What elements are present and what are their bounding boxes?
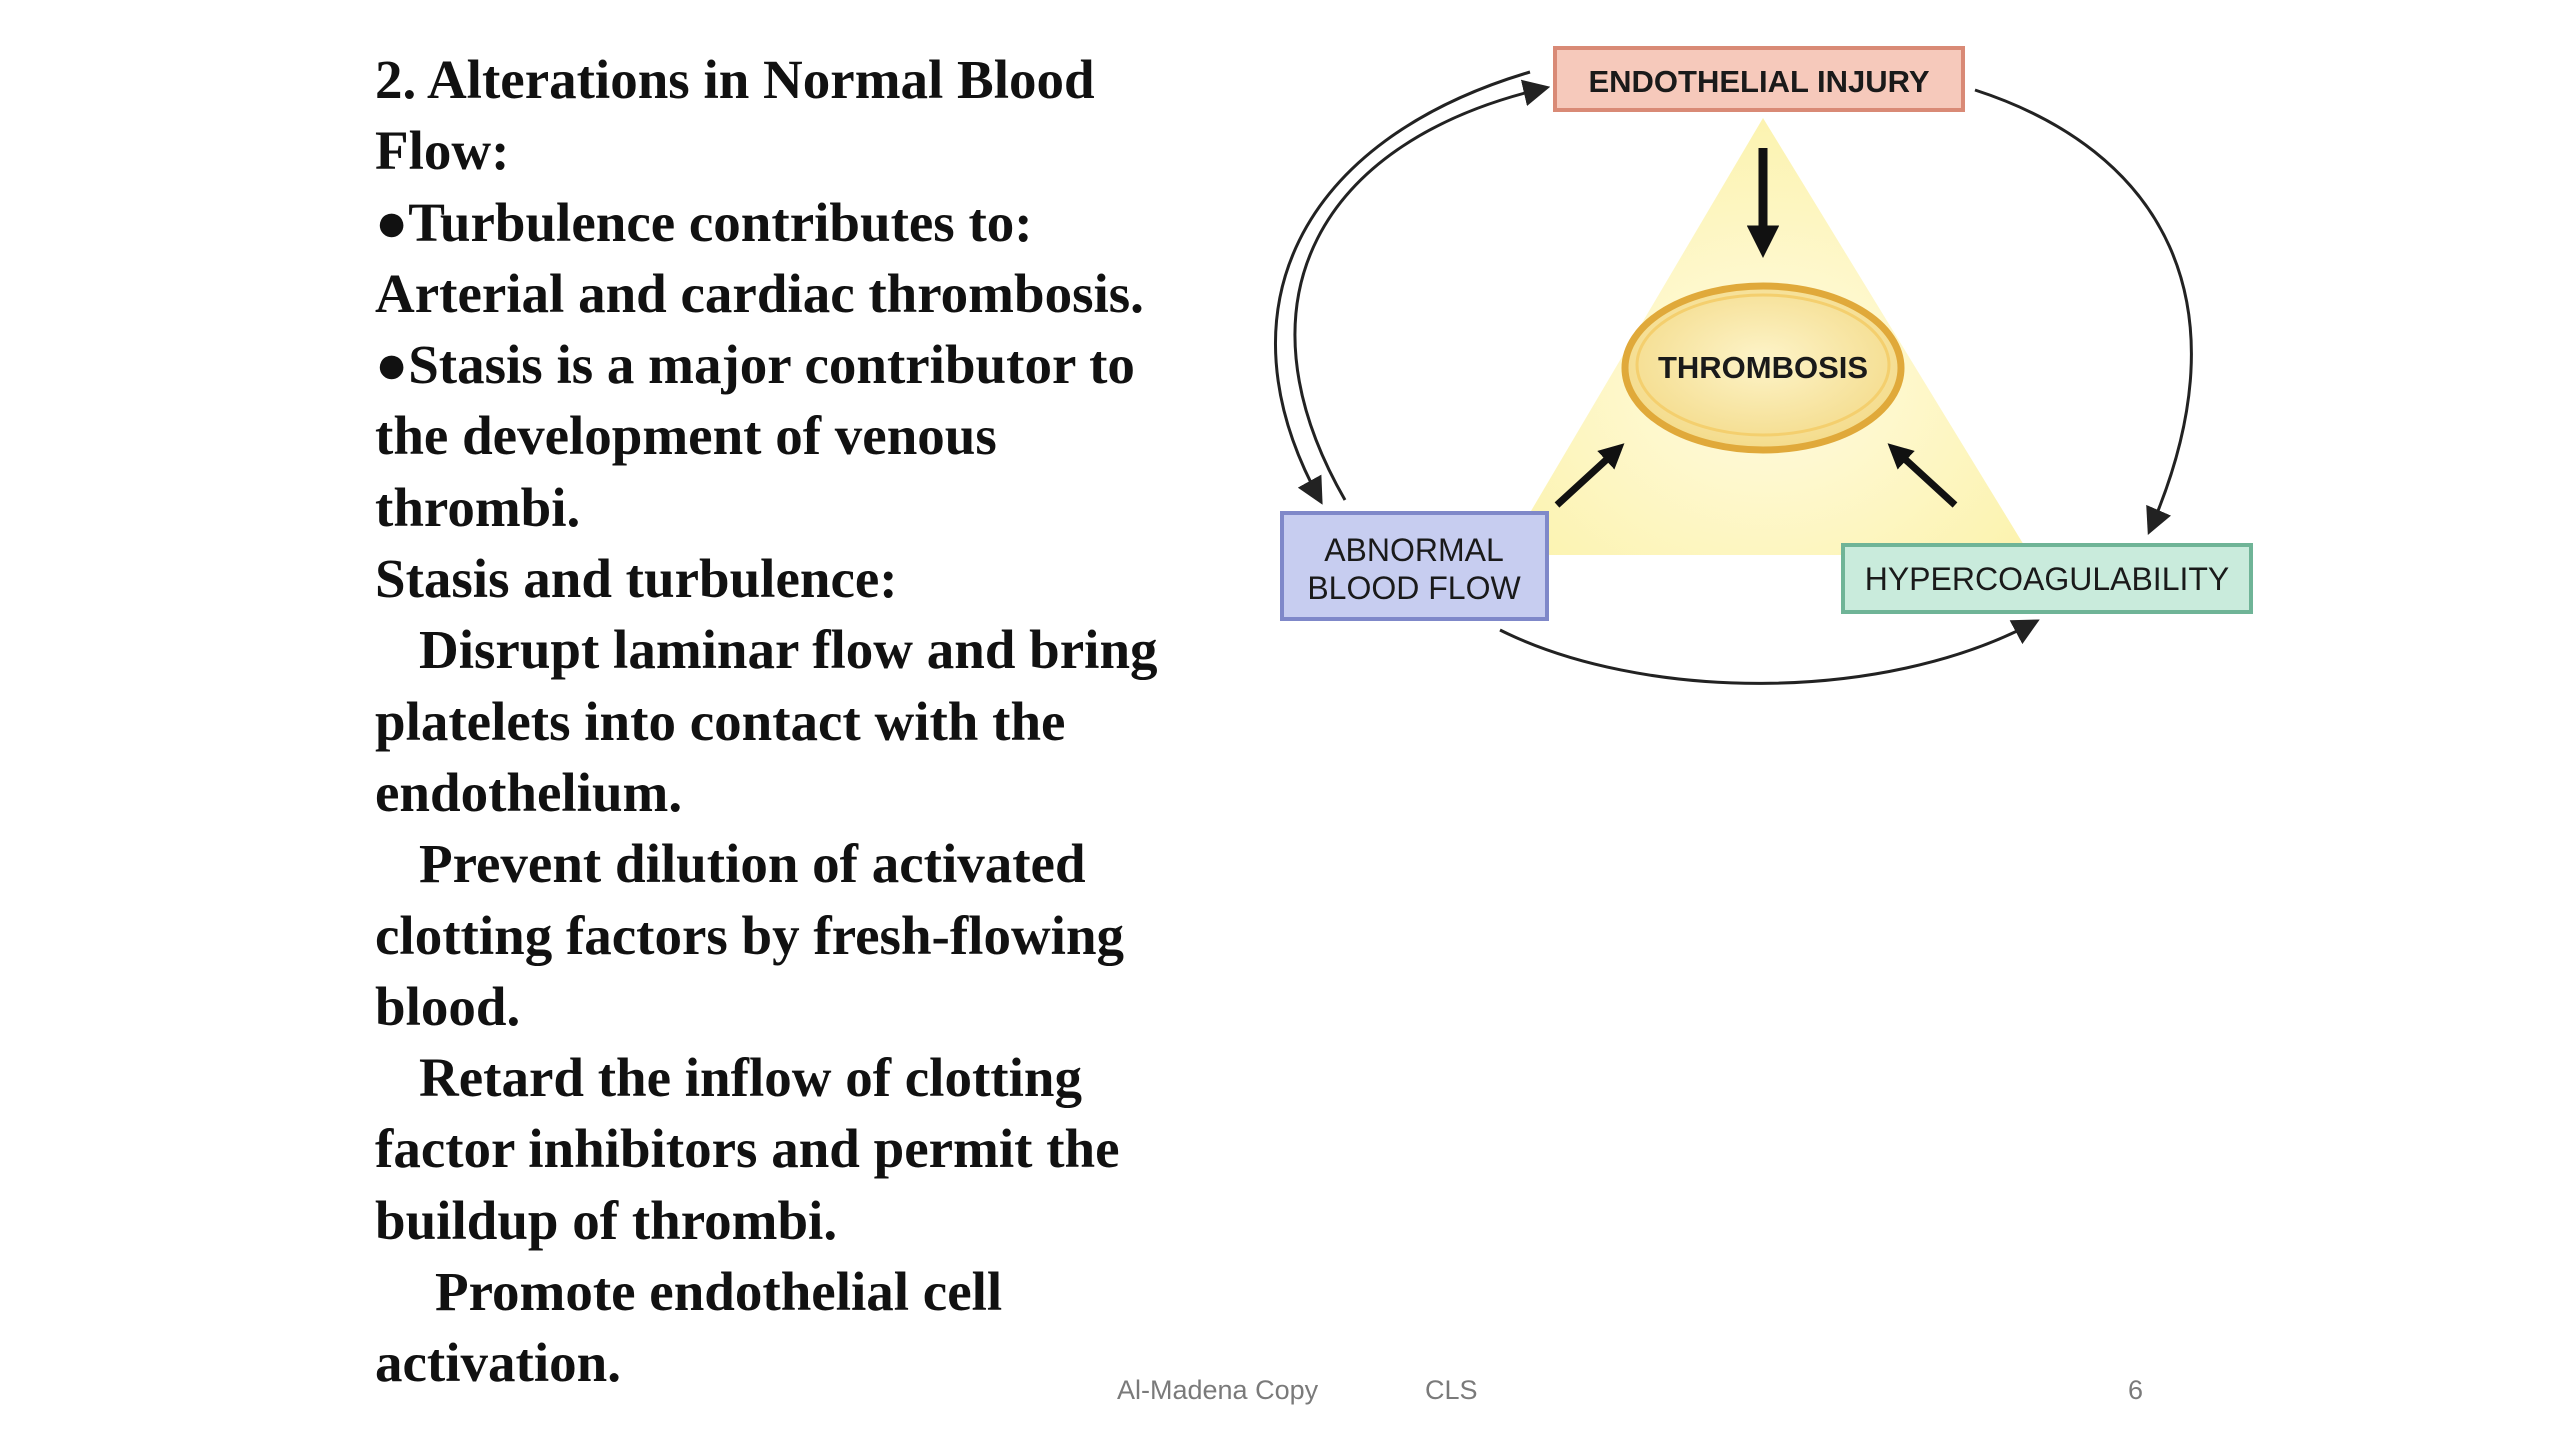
thrombosis-label: THROMBOSIS — [1658, 350, 1868, 385]
text-line: platelets into contact with the — [375, 690, 1066, 752]
subheading-stasis-turbulence: Stasis and turbulence: — [375, 548, 898, 610]
text-line: thrombi. — [375, 476, 581, 538]
hypercoagulability-label: HYPERCOAGULABILITY — [1865, 561, 2230, 597]
text-line: clotting factors by fresh-flowing — [375, 904, 1125, 966]
point-disrupt: Disrupt laminar flow and bring — [419, 619, 1158, 681]
slide-body-text: 2. Alterations in Normal Blood Flow: ●Tu… — [375, 44, 1245, 1399]
point-promote: Promote endothelial cell — [435, 1261, 1003, 1323]
thrombosis-node-inner — [1635, 293, 1891, 437]
point-prevent: Prevent dilution of activated — [419, 833, 1086, 895]
cycle-arrow-left-to-top — [1293, 79, 1551, 501]
text-line: buildup of thrombi. — [375, 1189, 838, 1251]
text-line: activation. — [375, 1332, 621, 1394]
slide-heading-cont: Flow: — [375, 120, 510, 182]
text-line: blood. — [375, 975, 521, 1037]
endothelial-injury-box — [1553, 46, 1965, 112]
virchow-triad-diagram: THROMBOSIS ENDOTHELIAL INJURY ABNORMAL B… — [1274, 46, 2253, 685]
abnormal-blood-flow-box — [1280, 511, 1549, 621]
point-retard: Retard the inflow of clotting — [419, 1047, 1082, 1109]
text-line: the development of venous — [375, 405, 997, 467]
bullet-stasis: ●Stasis is a major contributor to — [375, 334, 1135, 396]
thrombosis-node — [1621, 282, 1905, 454]
cycle-arrow-left-to-right — [1499, 619, 2040, 685]
hypercoagulability-box — [1841, 543, 2253, 614]
cycle-arrow-top-to-left — [1274, 70, 1531, 505]
arrow-flow-to-thrombosis — [1554, 443, 1625, 508]
slide-heading: 2. Alterations in Normal Blood — [375, 49, 1095, 110]
text-line: endothelium. — [375, 761, 683, 823]
footer-course: CLS — [1425, 1375, 1478, 1405]
arrow-hypercoag-to-thrombosis — [1887, 443, 1958, 508]
text-line: factor inhibitors and permit the — [375, 1118, 1120, 1180]
abnormal-blood-flow-label-1: ABNORMAL — [1324, 532, 1504, 568]
endothelial-injury-label: ENDOTHELIAL INJURY — [1588, 64, 1929, 99]
cycle-arrow-top-to-right — [1974, 88, 2193, 535]
slide-number: 6 — [2128, 1375, 2144, 1405]
text-line: Arterial and cardiac thrombosis. — [375, 262, 1144, 324]
footer-source: Al-Madena Copy — [1117, 1375, 1319, 1405]
abnormal-blood-flow-label-2: BLOOD FLOW — [1307, 570, 1521, 606]
bullet-turbulence: ●Turbulence contributes to: — [375, 191, 1033, 253]
